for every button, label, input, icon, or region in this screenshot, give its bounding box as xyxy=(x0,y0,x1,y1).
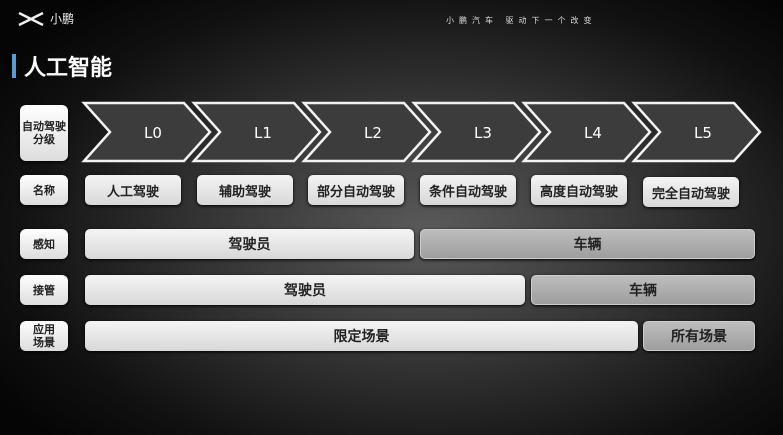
row-label-names: 名称 xyxy=(20,175,68,205)
perception-vehicle-bar: 车辆 xyxy=(420,229,755,259)
name-box: 辅助驾驶 xyxy=(197,175,293,205)
takeover-driver-bar: 驾驶员 xyxy=(85,275,525,305)
level-label: L4 xyxy=(584,124,602,142)
row-label-scenario: 应用场景 xyxy=(20,321,68,351)
takeover-vehicle-bar: 车辆 xyxy=(531,275,755,305)
scenario-all-bar: 所有场景 xyxy=(643,321,755,351)
title-accent-bar xyxy=(12,54,16,78)
level-label: L5 xyxy=(694,124,712,142)
slogan: 小鹏汽车 驱动下一个改变 xyxy=(446,16,597,25)
perception-driver-bar: 驾驶员 xyxy=(85,229,414,259)
brand-logo: 小鹏 xyxy=(18,10,74,27)
level-label: L1 xyxy=(254,124,272,142)
name-box: 完全自动驾驶 xyxy=(643,177,739,207)
scenario-limited-bar: 限定场景 xyxy=(85,321,638,351)
xpeng-logo-icon xyxy=(18,11,44,26)
row-label-takeover: 接管 xyxy=(20,275,68,305)
page-title: 人工智能 xyxy=(12,50,112,82)
level-label: L0 xyxy=(144,124,162,142)
row-label-perception: 感知 xyxy=(20,229,68,259)
brand-name: 小鹏 xyxy=(50,12,75,26)
level-chevron xyxy=(81,101,212,163)
level-chevron xyxy=(411,101,542,163)
level-label: L2 xyxy=(364,124,382,142)
row-label-levels: 自动驾驶分级 xyxy=(20,105,68,161)
name-box: 高度自动驾驶 xyxy=(531,175,627,205)
level-chevron xyxy=(521,101,652,163)
level-chevron xyxy=(301,101,432,163)
name-box: 部分自动驾驶 xyxy=(308,175,404,205)
name-box: 人工驾驶 xyxy=(85,175,181,205)
level-chevron xyxy=(631,101,762,163)
level-chevrons xyxy=(81,101,762,163)
level-chevron xyxy=(191,101,322,163)
name-box: 条件自动驾驶 xyxy=(420,175,516,205)
level-label: L3 xyxy=(474,124,492,142)
